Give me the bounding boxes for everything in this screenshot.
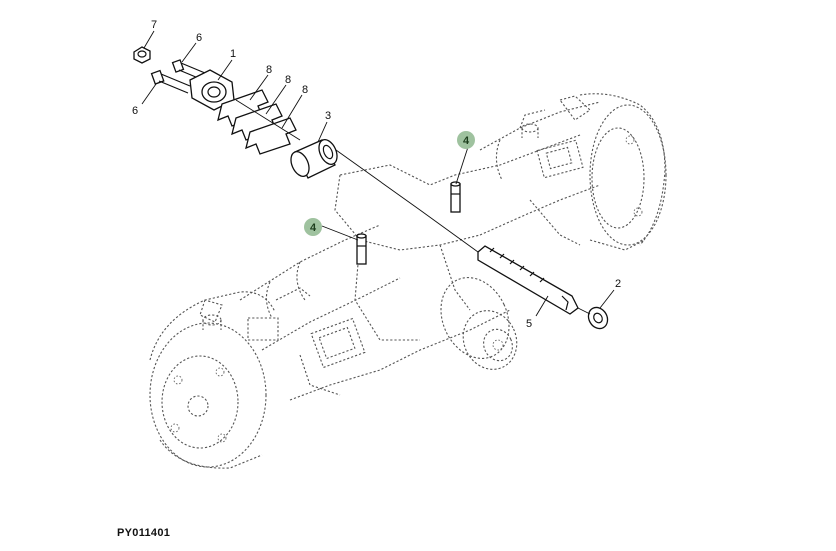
callout-5: 5	[526, 318, 532, 330]
part-6-bolt-lower	[150, 69, 191, 94]
figure-id: PY011401	[117, 527, 171, 539]
part-5-shaft	[477, 245, 579, 315]
callout-8-b: 8	[285, 74, 291, 86]
leader-lines	[141, 30, 615, 317]
part-4-dowel-upper	[450, 181, 461, 213]
callout-8-a: 8	[266, 64, 272, 76]
callouts: 7 6 1 6 8 8 8 3 4 4 2 5	[132, 19, 621, 330]
axle-housing-phantom	[149, 93, 667, 469]
callout-4-upper: 4	[463, 135, 470, 147]
callout-3: 3	[325, 110, 331, 122]
callout-7: 7	[151, 19, 157, 31]
part-3-sleeve	[290, 139, 338, 179]
part-6-bolt-upper	[171, 59, 206, 81]
callout-4-upper-highlight	[457, 131, 475, 149]
callout-6-lower: 6	[132, 105, 138, 117]
part-7-nut	[133, 46, 151, 64]
part-4-dowel-lower	[356, 233, 367, 265]
callout-6-upper: 6	[196, 32, 202, 44]
part-2-washer	[587, 306, 609, 330]
part-8-shims	[217, 89, 297, 155]
callout-2: 2	[615, 278, 621, 290]
callout-1: 1	[230, 48, 236, 60]
assembly-centerlines	[235, 99, 591, 315]
callout-8-c: 8	[302, 84, 308, 96]
callout-4-lower: 4	[310, 222, 317, 234]
callout-4-lower-highlight	[304, 218, 322, 236]
